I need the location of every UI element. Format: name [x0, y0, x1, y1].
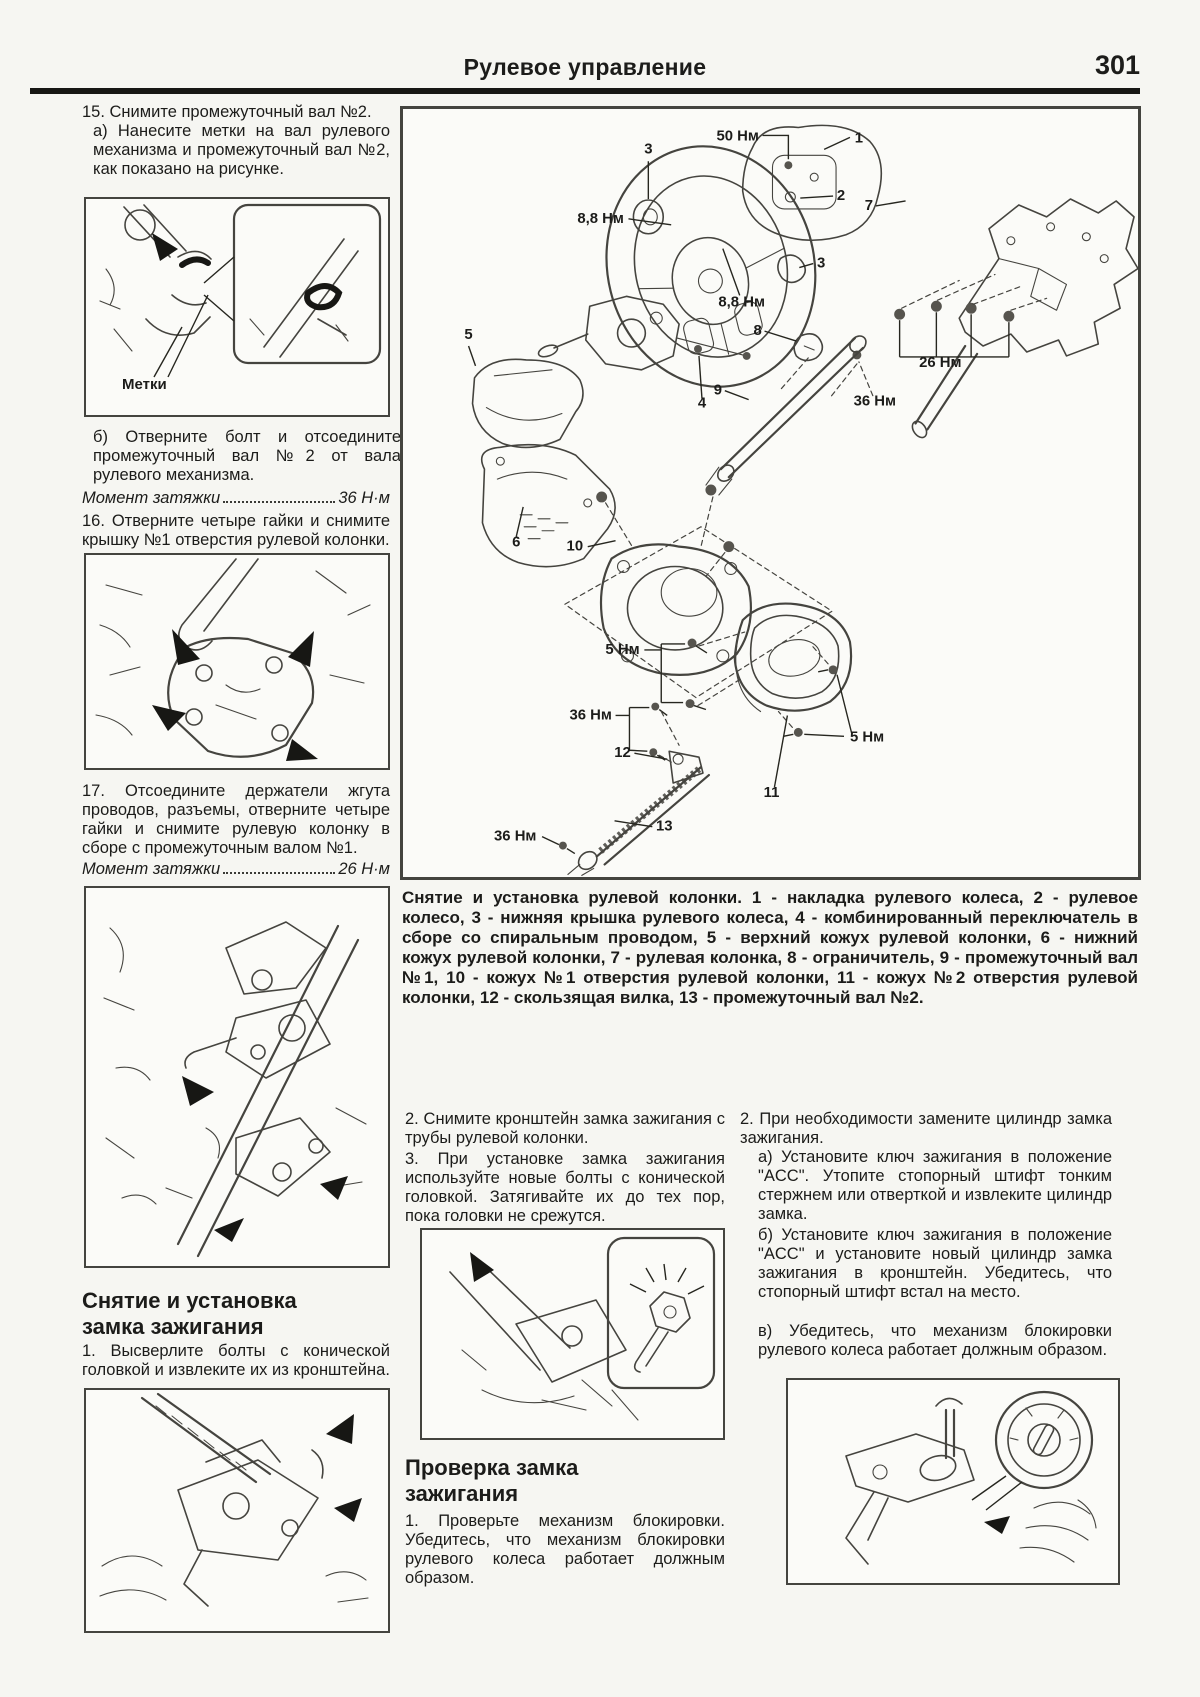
right-step-2b: б) Установите ключ зажигания в положение… [758, 1226, 1112, 1301]
diagram-label: 8,8 Нм [577, 211, 624, 227]
middle-step-2: 2. Снимите кронштейн замка зажигания с т… [405, 1110, 725, 1147]
diagram-caption: Снятие и установка рулевой колонки. 1 - … [402, 888, 1138, 1007]
diagram-label: 50 Нм [717, 128, 759, 144]
diagram-label: 11 [764, 785, 780, 801]
torque-26-value: 26 Н·м [338, 860, 390, 878]
diagram-label: 3 [644, 141, 652, 157]
figure-marks: Метки [84, 197, 390, 417]
diagram-label: 26 Нм [919, 355, 961, 371]
diagram-label: 4 [698, 396, 707, 412]
cover-nuts-sketch [95, 558, 371, 761]
figure-lock-cylinder [786, 1378, 1120, 1585]
step-16-text: 16. Отверните четыре гайки и снимите кры… [82, 512, 390, 549]
diagram-label: 3 [817, 256, 825, 272]
diagram-label: 7 [865, 198, 873, 214]
dotted-leader [223, 872, 336, 874]
diagram-label: 5 Нм [850, 729, 884, 745]
diagram-label: 36 Нм [854, 394, 896, 410]
heading-lock-removal: Снятие и установка замка зажигания [82, 1288, 297, 1339]
diagram-label: 9 [714, 383, 722, 399]
middle-step-3: 3. При установке замка зажигания использ… [405, 1150, 725, 1225]
header-rule [30, 88, 1140, 94]
marks-label: Метки [122, 376, 167, 393]
figure-column-assembly [84, 886, 390, 1268]
diagram-label: 5 Нм [605, 642, 639, 658]
step-15-text: 15. Снимите промежуточный вал №2. [82, 103, 372, 121]
torque-36-label: Момент затяжки [82, 489, 221, 507]
figure-drill-bolts [84, 1388, 390, 1633]
torque-26-label: Момент затяжки [82, 860, 221, 878]
step-15b-text: б) Отверните болт и отсоедините промежут… [93, 428, 401, 484]
drill-bolts-sketch [99, 1392, 369, 1607]
torque-26: Момент затяжки 26 Н·м [82, 860, 390, 879]
diagram-label: 12 [614, 745, 631, 761]
shear-bolt-sketch [449, 1236, 716, 1421]
step-17-text: 17. Отсоедините держатели жгута проводов… [82, 782, 390, 857]
diagram-label: 36 Нм [570, 707, 612, 723]
steering-wheel [605, 145, 817, 388]
torque-36-value: 36 Н·м [338, 489, 390, 507]
diagram-label: 2 [837, 188, 845, 204]
step-1-drill-text: 1. Высверлите болты с конической головко… [82, 1342, 390, 1379]
diagram-label: 6 [512, 535, 520, 551]
marks-sketch: Метки [99, 203, 382, 393]
dotted-leader [223, 501, 336, 503]
page-title: Рулевое управление [463, 54, 707, 80]
heading-lock-check: Проверка замка зажигания [405, 1455, 579, 1506]
diagram-label: 13 [656, 819, 673, 835]
diagram-label: 8,8 Нм [718, 294, 765, 310]
step-15: 15. Снимите промежуточный вал №2. а) Нан… [82, 103, 390, 179]
step-15a-text: а) Нанесите метки на вал рулевого механи… [93, 122, 390, 178]
torque-36: Момент затяжки 36 Н·м [82, 489, 390, 508]
right-step-2: 2. При необходимости замените цилиндр за… [740, 1110, 1112, 1147]
figure-cover-nuts [84, 553, 390, 770]
diagram-label: 5 [464, 327, 472, 343]
diagram-label: 1 [855, 130, 863, 146]
right-step-2v: в) Убедитесь, что механизм блокировки ру… [758, 1322, 1112, 1359]
check-step-1: 1. Проверьте механизм блокировки. Убедит… [405, 1512, 725, 1587]
right-step-2a: а) Установите ключ зажигания в положение… [758, 1148, 1112, 1223]
page-number: 301 [1094, 50, 1140, 80]
figure-shear-bolt [420, 1228, 725, 1440]
lock-cylinder-sketch [845, 1390, 1097, 1565]
diagram-label: 10 [567, 539, 584, 555]
column-assembly-sketch [103, 921, 367, 1258]
exploded-diagram: 3 50 Нм 1 2 7 8,8 Нм 3 8,8 Нм 8 5 26 Нм … [400, 106, 1141, 880]
steering-column-exploded-view: 3 50 Нм 1 2 7 8,8 Нм 3 8,8 Нм 8 5 26 Нм … [464, 124, 1138, 876]
diagram-label: 36 Нм [494, 829, 536, 845]
diagram-label: 8 [753, 323, 761, 339]
